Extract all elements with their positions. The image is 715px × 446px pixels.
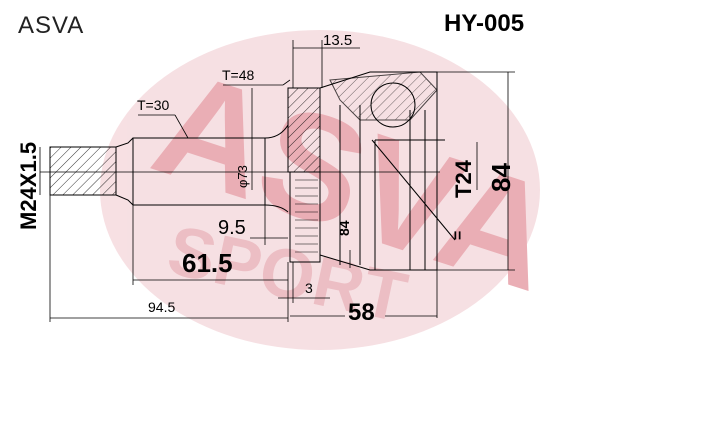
watermark-logo: ASVA SPORT bbox=[100, 30, 574, 350]
dim-thread: M24X1.5 bbox=[16, 142, 41, 230]
dim-outer-diameter: 84 bbox=[486, 163, 516, 192]
dim-mark: = bbox=[450, 231, 467, 240]
dim-flange-width: 13.5 bbox=[323, 32, 352, 49]
dim-inner-spline: T24 bbox=[451, 159, 476, 198]
dim-ring-width: 3 bbox=[305, 280, 313, 296]
dim-total-shaft-length: 94.5 bbox=[148, 299, 175, 315]
dim-shaft-length: 61.5 bbox=[182, 248, 233, 278]
dim-housing-teeth: T=48 bbox=[222, 67, 255, 83]
dim-offset: 9.5 bbox=[218, 217, 246, 239]
dim-housing-length: 58 bbox=[348, 299, 375, 326]
brand-label: ASVA bbox=[18, 12, 85, 39]
dim-abs-ring-diameter: 84 bbox=[336, 220, 352, 236]
dim-shaft-teeth: T=30 bbox=[137, 97, 170, 113]
part-number: HY-005 bbox=[444, 10, 525, 37]
dim-shaft-diameter: φ73 bbox=[235, 165, 250, 188]
dimension-lines bbox=[39, 40, 515, 322]
part-outline bbox=[40, 71, 456, 271]
